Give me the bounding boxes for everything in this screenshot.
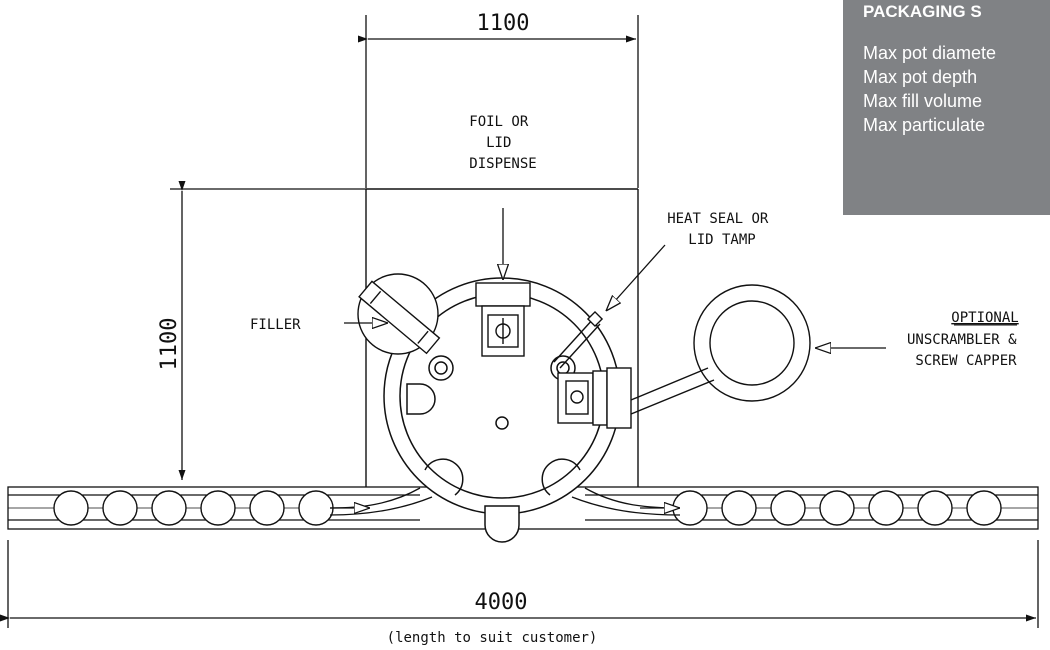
overall-length-dimension: [0, 540, 1039, 628]
unscrambler-label: UNSCRAMBLER & SCREW CAPPER: [907, 332, 1025, 369]
foil-label-line-2: LID: [486, 135, 511, 151]
left-height-dimension: [170, 181, 366, 480]
optional-label: OPTIONAL: [951, 310, 1018, 326]
foil-label-line-1: FOIL OR: [469, 114, 529, 130]
heat-seal-station: [553, 310, 604, 369]
heat-seal-line-1: HEAT SEAL OR: [667, 211, 769, 227]
heat-seal-line-2: LID TAMP: [688, 232, 755, 248]
spec-list: Max pot diamete Max pot depth Max fill v…: [863, 41, 996, 137]
packaging-specs-panel: PACKAGING S Max pot diamete Max pot dept…: [843, 0, 1050, 215]
top-width-label: 1100: [477, 11, 530, 36]
unscrambler-line-1: UNSCRAMBLER &: [907, 332, 1017, 348]
spec-item: Max pot diamete: [863, 43, 997, 63]
left-height-label: 1100: [157, 318, 182, 371]
overall-length-label: 4000: [475, 590, 528, 615]
heat-seal-label: HEAT SEAL OR LID TAMP: [667, 211, 777, 248]
spec-item: Max particulate: [863, 115, 986, 135]
unscrambler-bowl: [630, 284, 811, 415]
spec-item: Max pot depth: [863, 67, 978, 87]
foil-label-line-3: DISPENSE: [469, 156, 536, 172]
panel-title: PACKAGING S: [863, 2, 982, 21]
top-width-dimension: [358, 15, 639, 188]
rotary-turret: [383, 277, 621, 543]
incoming-pots: [53, 490, 334, 526]
filler-station: [357, 273, 441, 355]
callout-arrows: [330, 208, 886, 508]
filler-label: FILLER: [250, 317, 301, 333]
spec-item: Max fill volume: [863, 91, 983, 111]
length-note: (length to suit customer): [387, 630, 598, 646]
foil-dispense-label: FOIL OR LID DISPENSE: [469, 114, 536, 172]
outgoing-pots: [672, 490, 1002, 526]
screw-capper-station: [557, 367, 632, 429]
unscrambler-line-2: SCREW CAPPER: [915, 353, 1017, 369]
lid-dispense-station: [475, 282, 531, 357]
